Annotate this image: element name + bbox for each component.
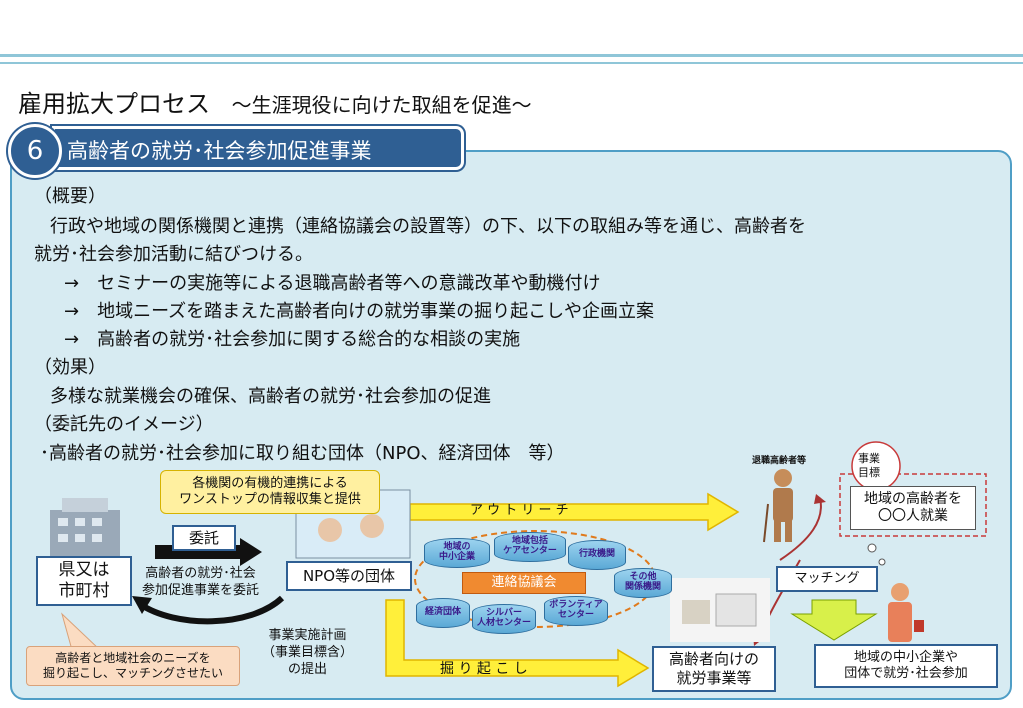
outreach-arrow [409,492,740,532]
top-rule [0,54,1023,57]
matching-arrow-up [779,497,822,561]
retired-label: 退職高齢者等 [752,456,807,466]
node-care-center: 地域包括 ケアセンター [494,532,566,562]
council-box: 連絡協議会 [462,572,586,594]
overview-line-1: 行政や地域の関係機関と連携（連絡協議会の設置等）の下、以下の取組み等を通じ、高齢… [50,216,806,237]
overview-bullet-3: → 高齢者の就労･社会参加に関する総合的な相談の実施 [64,329,521,350]
page-subtitle: ～生涯現役に向けた取組を促進～ [231,93,532,117]
goal-box [839,473,987,537]
plan-note: 事業実施計画 （事業目標含） の提出 [262,628,354,677]
node-government: 行政機関 [568,540,626,570]
entrust-label: 委託 [172,525,236,551]
page-title: 雇用拡大プロセス [18,90,210,118]
top-rule-2 [0,62,1023,64]
page-header: 雇用拡大プロセス ～生涯現役に向けた取組を促進～ [18,84,532,119]
section-title: 高齢者の就労･社会参加促進事業 [67,139,372,163]
elderly-person-icon [763,469,793,543]
participation-box: 地域の中小企業や 団体で就労･社会参加 [814,644,998,688]
overview-line-2: 就労･社会参加活動に結びつける。 [34,244,313,265]
callout-box: 各機関の有機的連携による ワンストップの情報収集と提供 [160,470,380,514]
image-text: ･高齢者の就労･社会参加に取り組む団体（NPO、経済団体 等） [40,443,565,464]
worker-person-icon [888,583,924,642]
node-economic: 経済団体 [416,598,470,628]
effect-heading: （効果） [34,357,106,378]
dig-label: 掘 り 起 こ し [440,661,528,677]
needs-note: 高齢者と地域社会のニーズを 掘り起こし、マッチングさせたい [26,646,240,686]
overview-heading: （概要） [34,186,106,207]
node-silver: シルバー 人材センター [472,604,536,634]
dig-arrow [385,599,650,688]
person-icon [318,518,342,542]
person-icon [360,514,384,538]
outreach-label: ア ウ ト リ ー チ [470,503,569,518]
effect-text: 多様な就業機会の確保、高齢者の就労･社会参加の促進 [50,386,491,407]
overview-bullet-2: → 地域ニーズを踏まえた高齢者向けの就労事業の掘り起こしや企画立案 [64,301,654,322]
npo-box: NPO等の団体 [286,561,412,591]
jobs-box: 高齢者向けの 就労事業等 [652,646,776,692]
goal-badge-label: 事業 目標 [858,452,880,480]
image-heading: （委託先のイメージ） [34,414,214,435]
node-other: その他 関係機関 [614,568,672,598]
node-sme: 地域の 中小企業 [424,538,490,568]
section-title-bar: 高齢者の就労･社会参加促進事業 [52,126,464,170]
down-arrow [790,599,878,641]
node-volunteer: ボランティア センター [544,596,608,626]
building-icon [50,498,120,560]
overview-bullet-1: → セミナーの実施等による退職高齢者等への意識改革や動機付け [64,273,601,294]
entrust-description: 高齢者の就労･社会 参加促進事業を委託 [142,566,260,598]
plan-arrow [138,595,285,625]
goal-text: 地域の高齢者を 〇〇人就業 [850,486,976,530]
matching-box: マッチング [776,566,878,592]
section-number: 6 [8,124,62,178]
municipality-box: 県又は 市町村 [36,556,132,606]
